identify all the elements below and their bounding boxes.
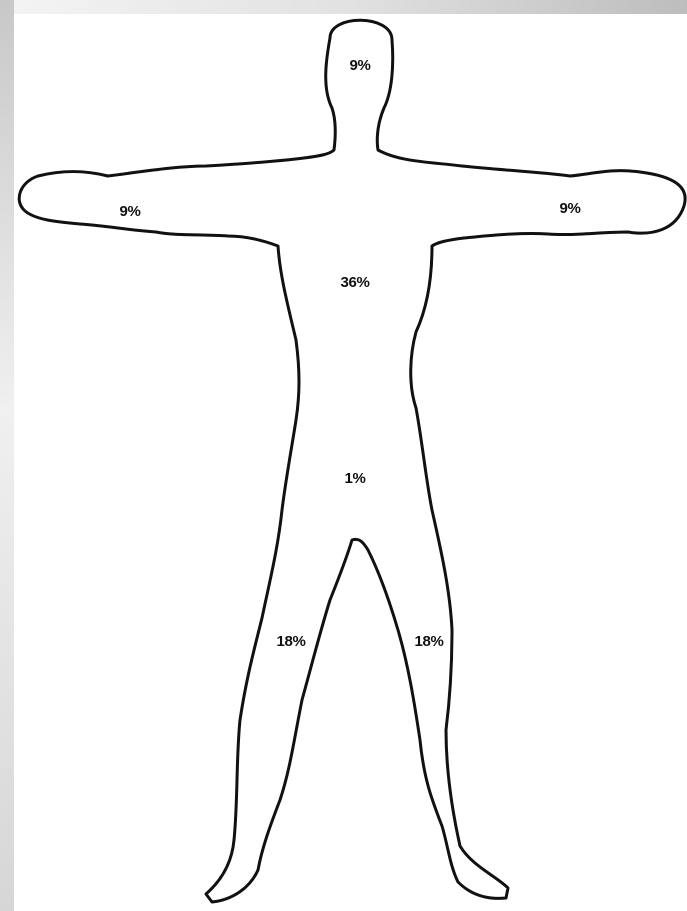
- right-arm-percent-label: 9%: [559, 200, 580, 217]
- trunk-percent-label: 36%: [340, 274, 369, 291]
- head-percent-label: 9%: [349, 57, 370, 74]
- left-arm-percent-label: 9%: [119, 203, 140, 220]
- groin-percent-label: 1%: [344, 470, 365, 487]
- body-outline: [19, 20, 685, 902]
- right-leg-percent-label: 18%: [414, 633, 443, 650]
- left-leg-percent-label: 18%: [276, 633, 305, 650]
